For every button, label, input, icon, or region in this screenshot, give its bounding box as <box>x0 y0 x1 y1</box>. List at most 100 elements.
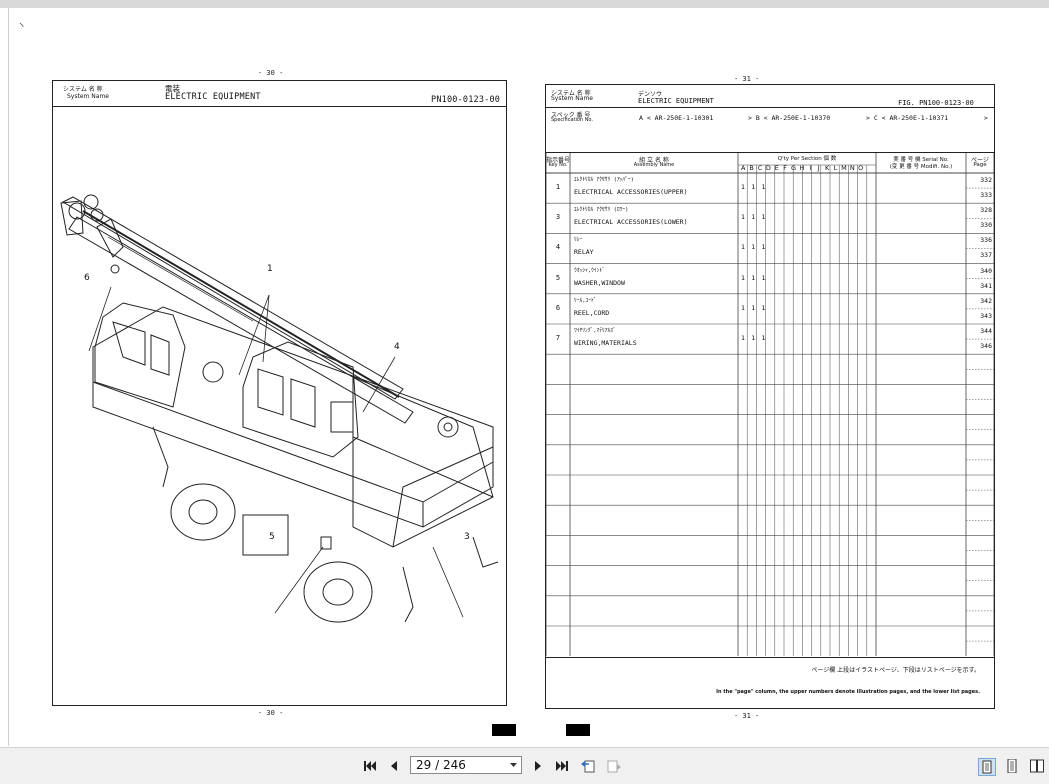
first-page-button[interactable] <box>362 758 378 774</box>
qty-values: 1 1 1 <box>741 183 767 191</box>
viewer-top-bar <box>0 0 1049 8</box>
equipment-name-en: ELECTRIC EQUIPMENT <box>638 97 714 105</box>
qty-col-l: L <box>833 164 838 172</box>
assembly-name: ELECTRICAL ACCESSORIES(LOWER) <box>574 218 688 227</box>
single-page-view-button[interactable] <box>978 758 996 776</box>
continuous-view-button[interactable] <box>1004 758 1020 774</box>
assembly-name-kana: ﾜｲﾔﾘﾝｸﾞ,ﾏﾃﾘｱﾙｽﾞ <box>574 328 616 334</box>
qty-col-g: G <box>791 164 797 172</box>
assembly-name: WASHER,WINDOW <box>574 278 625 287</box>
qty-values: 1 1 1 <box>741 273 767 282</box>
stray-mark: ヽ <box>17 21 27 31</box>
spec-divider <box>546 152 994 153</box>
illustration-page: 342 <box>980 296 992 305</box>
header-qty: Q'ty Per Section 個 数 <box>777 156 837 162</box>
left-page-number-top: - 30 - <box>258 69 284 77</box>
system-name-en: System Name <box>67 93 109 100</box>
system-name-jp: システム 名 称 <box>551 90 591 97</box>
illustration-page: 336 <box>980 236 992 245</box>
qty-col-o: O <box>858 164 864 172</box>
table-grid <box>546 153 994 656</box>
go-forward-button[interactable] <box>606 758 622 774</box>
qty-col-f: F <box>783 164 788 172</box>
part-number: PN100-0123-00 <box>431 95 501 105</box>
key-number: 4 <box>555 243 561 252</box>
spec-end: > <box>984 114 988 122</box>
qty-values: 1 1 1 <box>741 334 767 342</box>
qty-values: 1 1 1 <box>741 213 767 222</box>
illustration-page: 328 <box>980 206 992 215</box>
right-page: システム 名 称 System Name デンソウ ELECTRIC EQUIP… <box>545 84 995 709</box>
header-divider <box>546 107 994 108</box>
assembly-name-kana: ｳｵｯｼｬ,ｳｲﾝﾄﾞ <box>574 267 605 274</box>
header-serial-jp: 実 番 号 機 Serial No. <box>893 157 949 163</box>
qty-col-n: N <box>849 164 855 172</box>
equipment-name-jp: 電装 <box>165 84 180 93</box>
header-assembly-en: Assembly Name <box>633 162 675 168</box>
callout-3: 3 <box>464 532 470 542</box>
key-number: 3 <box>555 213 561 222</box>
equipment-name-en: ELECTRIC EQUIPMENT <box>165 92 261 102</box>
system-name-jp: システム 名 称 <box>63 86 103 93</box>
header-assembly-jp: 組 立 名 称 <box>639 157 669 164</box>
assembly-name-kana: ﾘﾚｰ <box>574 237 583 244</box>
qty-col-e: E <box>774 164 779 172</box>
header-divider <box>53 106 506 107</box>
qty-values: 1 1 1 <box>741 303 767 312</box>
assembly-name: WIRING,MATERIALS <box>574 339 637 347</box>
header-key-en: Key No. <box>548 162 568 168</box>
header-page-jp: ページ <box>971 157 989 164</box>
right-page-number-top: - 31 - <box>734 75 760 83</box>
right-page-number-bottom: - 31 - <box>734 712 760 720</box>
key-number: 1 <box>555 183 561 191</box>
system-name-en: System Name <box>551 95 593 102</box>
list-page: 333 <box>980 191 992 199</box>
footer-divider <box>546 657 994 658</box>
two-page-icon <box>1030 759 1044 773</box>
footer-note-jp: ページ欄 上段はイラストページ、下段はリストページを示す。 <box>811 667 980 674</box>
single-page-icon <box>982 760 992 774</box>
list-page: 337 <box>980 251 992 260</box>
illustration-page: 332 <box>980 176 992 184</box>
spec-label-jp: スペック 番 号 <box>551 112 591 119</box>
footer-note-en: In the "page" column, the upper numbers … <box>716 689 980 695</box>
assembly-name-kana: ｴﾚｸﾄﾘｶﾙ ｱｸｾｻﾘ (ﾛﾜｰ) <box>574 207 629 214</box>
callout-6: 6 <box>84 273 90 283</box>
go-back-button[interactable] <box>580 758 596 774</box>
next-page-button[interactable] <box>530 758 546 774</box>
spec-b: > B < AR-250E-1-10370 <box>748 114 831 122</box>
previous-page-button[interactable] <box>386 758 402 774</box>
figure-number: FIG. PN100-0123-00 <box>898 99 974 107</box>
qty-col-h: H <box>799 164 805 172</box>
previous-page-icon <box>391 761 397 771</box>
spec-label-en: Specification No. <box>551 117 593 123</box>
continuous-page-icon <box>1007 759 1017 773</box>
qty-col-i: I <box>809 164 812 172</box>
qty-col-d: D <box>765 164 771 172</box>
go-forward-icon <box>607 760 621 773</box>
key-number: 7 <box>555 334 561 342</box>
assembly-name: RELAY <box>574 248 594 257</box>
list-page: 343 <box>980 311 992 320</box>
header-key-jp: 指示番号 <box>546 157 571 164</box>
list-page: 330 <box>980 221 992 230</box>
registration-mark-left <box>492 724 516 736</box>
navigation-toolbar: 29 / 246 <box>0 747 1049 784</box>
assembly-name: ELECTRICAL ACCESSORIES(UPPER) <box>574 188 688 196</box>
page-number-input[interactable]: 29 / 246 <box>410 756 522 774</box>
qty-column-letters: A B C D E F G H I J K L M N O <box>739 164 865 172</box>
last-page-icon <box>556 761 568 771</box>
crane-illustration <box>60 194 499 623</box>
qty-col-a: A <box>740 164 746 172</box>
two-page-view-button[interactable] <box>1029 758 1045 774</box>
qty-col-k: K <box>824 164 830 172</box>
first-page-icon <box>364 761 376 771</box>
page-indicator: 29 / 246 <box>416 758 466 772</box>
qty-col-b: B <box>749 164 754 172</box>
last-page-button[interactable] <box>554 758 570 774</box>
callout-1: 1 <box>267 264 273 274</box>
left-page-number-bottom: - 30 - <box>258 709 284 717</box>
spec-c: > C < AR-250E-1-10371 <box>866 114 949 122</box>
dropdown-arrow-icon[interactable] <box>510 763 517 768</box>
qty-col-j: J <box>817 164 820 172</box>
